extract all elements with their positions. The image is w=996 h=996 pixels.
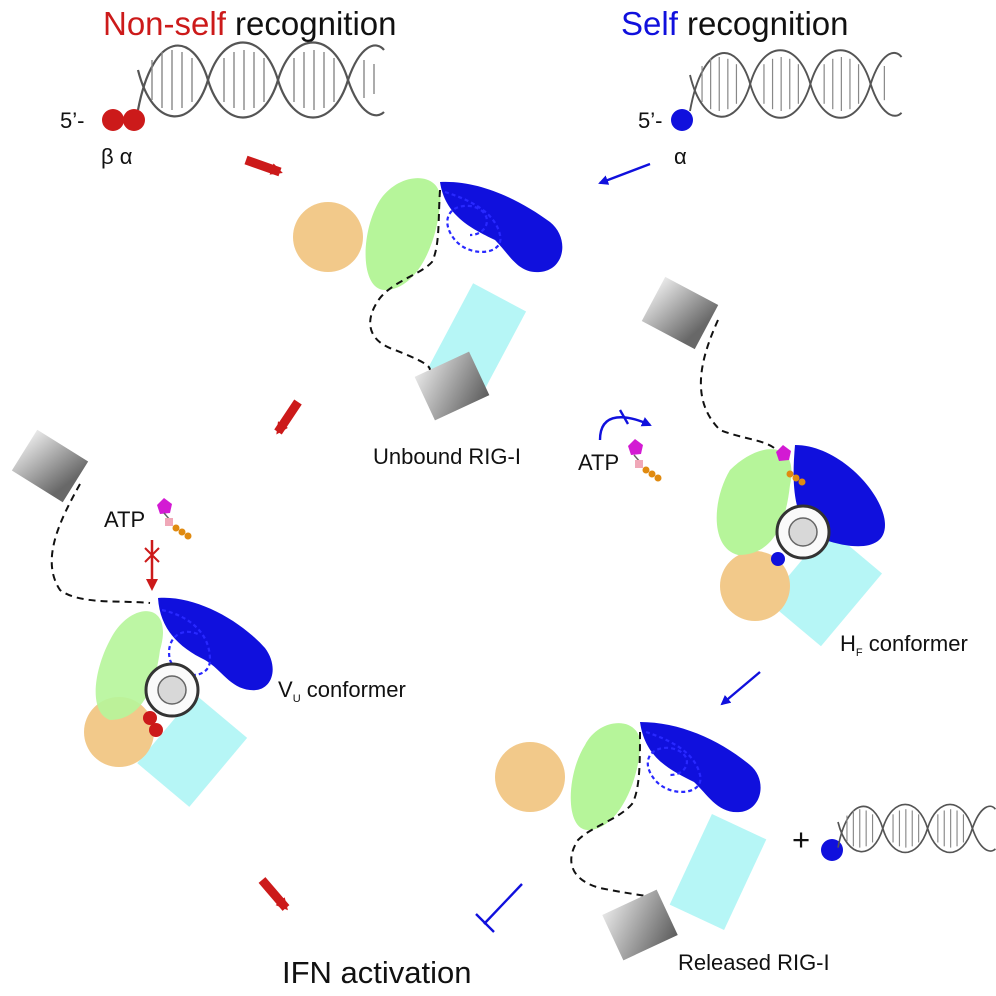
atp-left-label: ATP bbox=[104, 507, 145, 532]
atp-molecule-icon bbox=[628, 439, 662, 482]
rna-left-greek: β α bbox=[101, 144, 133, 169]
unbound-label: Unbound RIG-I bbox=[373, 444, 521, 469]
blue-arrow-icon bbox=[598, 162, 651, 185]
rig-i-protein-icon bbox=[641, 276, 885, 647]
blue-arrow-tick bbox=[618, 409, 630, 425]
blue-arrow-icon bbox=[720, 671, 761, 706]
released-label: Released RIG-I bbox=[678, 950, 830, 975]
rig-i-protein-icon bbox=[293, 178, 563, 421]
red-arrow-icon bbox=[244, 155, 283, 177]
atp-molecule-icon bbox=[157, 498, 192, 540]
alpha-phosphate bbox=[821, 839, 843, 861]
dsRNA-helix-icon bbox=[837, 803, 996, 854]
red-arrow-icon bbox=[258, 877, 290, 911]
alpha-phosphate bbox=[123, 109, 145, 131]
dsRNA-helix-icon bbox=[689, 49, 903, 119]
inhibition-bar-icon bbox=[475, 883, 523, 933]
vu-conformer-label: VU conformer bbox=[278, 677, 406, 705]
beta-phosphate bbox=[102, 109, 124, 131]
alpha-phosphate bbox=[671, 109, 693, 131]
rig-i-protein-icon bbox=[11, 429, 273, 807]
rna-right-greek: α bbox=[674, 144, 687, 169]
blue-arrow-icon bbox=[598, 416, 652, 441]
rna-left-5prime: 5’- bbox=[60, 108, 84, 133]
rig-i-protein-icon bbox=[495, 722, 767, 961]
red-arrow-icon bbox=[274, 399, 302, 435]
blocked-x-icon bbox=[144, 547, 160, 563]
plus-sign: + bbox=[792, 822, 810, 857]
nonself-header: Non-self recognition bbox=[103, 5, 397, 42]
dsRNA-helix-icon bbox=[136, 41, 385, 119]
atp-right-label: ATP bbox=[578, 450, 619, 475]
ifn-activation-label: IFN activation bbox=[282, 955, 472, 990]
hf-conformer-label: HF conformer bbox=[840, 631, 968, 659]
rna-right-5prime: 5’- bbox=[638, 108, 662, 133]
self-header: Self recognition bbox=[621, 5, 848, 42]
